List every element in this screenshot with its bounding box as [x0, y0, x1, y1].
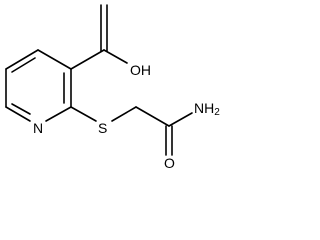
- bond-n1-c2: [45, 106, 72, 122]
- chemical-structure: OH N S NH2 O: [5, 4, 220, 171]
- bond-c4-c5-inner: [11, 57, 36, 73]
- bond-carboxyl-oh: [103, 49, 128, 64]
- bond-c4-c5: [5, 49, 39, 70]
- bond-c6-n1-inner: [11, 103, 31, 115]
- amide-oxygen-label: O: [164, 155, 175, 171]
- bond-s-ch2: [111, 106, 137, 122]
- pyridine-ring: [5, 49, 72, 122]
- sulfur-label: S: [98, 120, 107, 136]
- bond-c3-c4: [37, 49, 72, 70]
- bond-carbonyl-nh2: [168, 112, 193, 127]
- amine-label-nh: NH: [194, 100, 214, 116]
- nitrogen-label: N: [33, 120, 43, 136]
- bond-c3-carboxyl: [70, 49, 105, 70]
- amine-label: NH2: [194, 100, 220, 118]
- thioacetamide-chain: S NH2 O: [70, 100, 220, 171]
- bond-c6-n1: [5, 106, 31, 122]
- hydroxyl-label: OH: [130, 62, 151, 78]
- bond-c2-s: [70, 106, 97, 122]
- bond-ch2-carbonyl: [135, 106, 170, 127]
- amine-label-subscript: 2: [214, 107, 220, 118]
- carboxylic-acid-group: OH: [70, 4, 151, 78]
